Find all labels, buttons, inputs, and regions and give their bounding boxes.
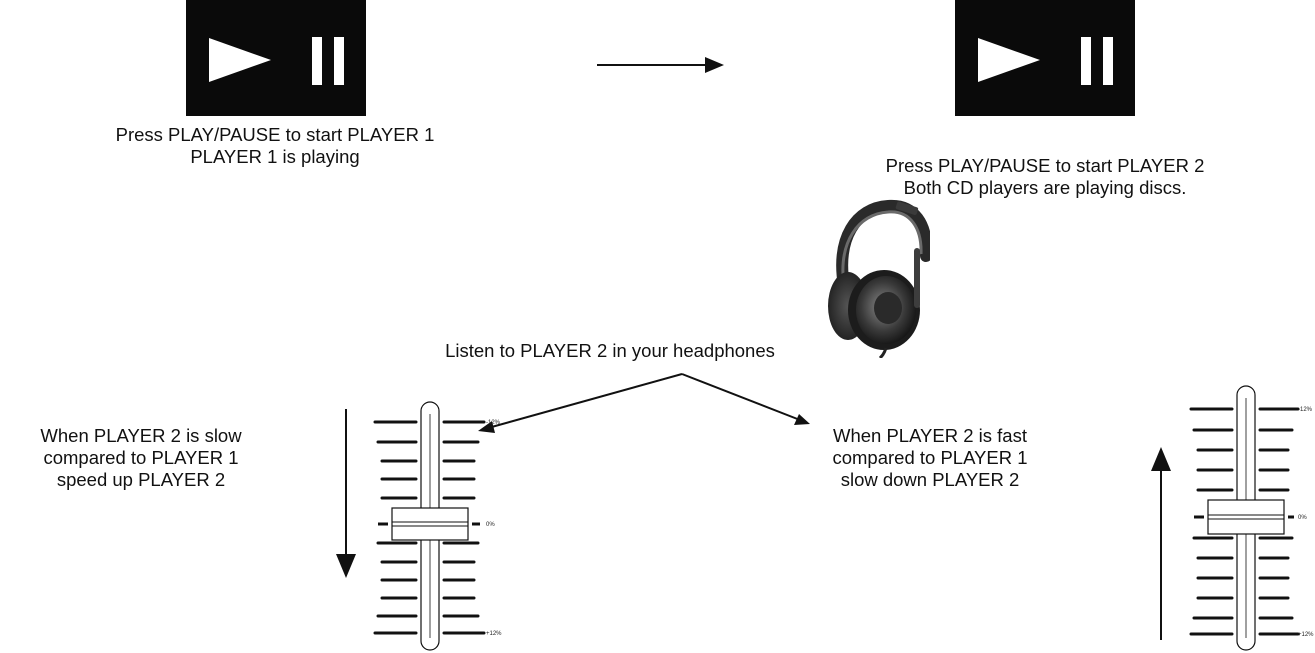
pitch-fader-left[interactable]: -12% 0% +12% [372,400,502,652]
play-pause-button-player-2 [955,0,1135,116]
fader-knob[interactable] [391,507,469,541]
fader-bottom-label: +12% [486,631,502,637]
step1-caption: Press PLAY/PAUSE to start PLAYER 1 PLAYE… [40,124,510,168]
fader-knob[interactable] [1207,499,1285,535]
speed-up-arrow-down [336,409,356,578]
fader-mid-label: 0% [1298,515,1307,521]
branch-arrow-left [478,373,683,433]
fast-case-line3: slow down PLAYER 2 [840,469,1020,490]
slow-case-line1: When PLAYER 2 is slow [40,425,242,446]
fader-mid-label: 0% [486,522,495,528]
fader-bottom-label: +12% [1298,632,1314,638]
slow-down-arrow-up [1151,447,1171,640]
step2-caption: Press PLAY/PAUSE to start PLAYER 2 Both … [790,155,1300,199]
step1-caption-line1: Press PLAY/PAUSE to start PLAYER 1 [115,124,435,145]
slow-case-line2: compared to PLAYER 1 [43,447,239,468]
fader-top-label: -12% [486,420,501,426]
play-pause-button-player-1 [186,0,366,116]
step2-caption-line2: Both CD players are playing discs. [903,177,1187,198]
slow-case-caption: When PLAYER 2 is slow compared to PLAYER… [0,425,282,491]
step1-caption-line2: PLAYER 1 is playing [190,146,360,167]
branch-arrow-right [681,373,810,425]
play-pause-icon [978,37,1113,85]
fader-top-label: -12% [1298,407,1313,413]
fast-case-line1: When PLAYER 2 is fast [833,425,1027,446]
step-arrow [597,57,724,73]
play-pause-icon [209,37,344,85]
headphones-icon [828,199,930,358]
step2-caption-line1: Press PLAY/PAUSE to start PLAYER 2 [885,155,1205,176]
headphones-caption: Listen to PLAYER 2 in your headphones [445,340,775,361]
fast-case-line2: compared to PLAYER 1 [832,447,1028,468]
pitch-fader-right[interactable]: -12% 0% +12% [1188,384,1315,652]
fast-case-caption: When PLAYER 2 is fast compared to PLAYER… [790,425,1070,491]
slow-case-line3: speed up PLAYER 2 [56,469,226,490]
